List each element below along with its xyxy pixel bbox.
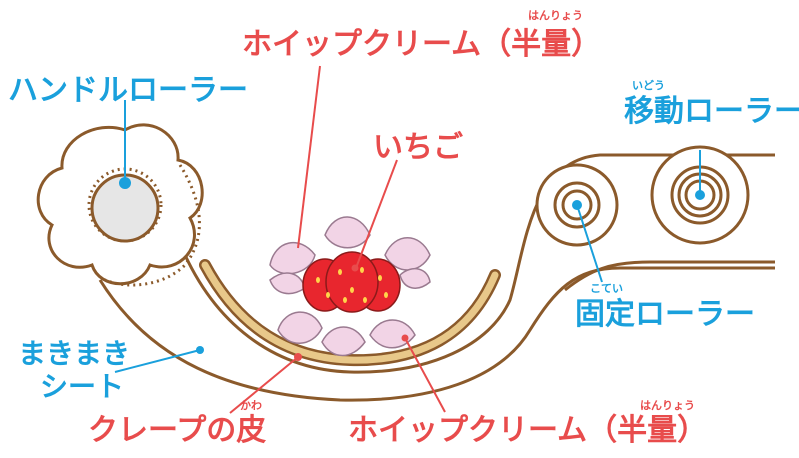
- whip-bottom-ruby: はんりょう: [640, 399, 695, 412]
- crepe-skin-fill: [201, 261, 499, 364]
- handle-roller-label: ハンドルローラー: [8, 73, 248, 108]
- fixed-roller-label: 固定ローラー: [575, 297, 755, 332]
- strawberry-group: [302, 251, 401, 313]
- handle-roller: [36, 123, 204, 287]
- whip-cream-top: [269, 216, 431, 295]
- whip-cream-bottom: [277, 311, 416, 357]
- crepe-skin-ruby: かわ: [240, 399, 262, 412]
- sheet-label-line2: シート: [40, 370, 125, 403]
- whip-cream-top-label: ホイップクリーム（半量）: [242, 27, 602, 62]
- whip-top-ruby: はんりょう: [528, 9, 583, 22]
- strawberry-label: いちご: [373, 130, 463, 165]
- sheet-track-bottom-right: [564, 260, 775, 292]
- leader-lines: [114, 65, 701, 414]
- moving-roller-label: 移動ローラー: [624, 94, 799, 129]
- sheet-label-line1: まきまき: [18, 337, 131, 370]
- crepe-skin-label: クレープの皮: [88, 413, 267, 448]
- fixed-roller-ruby: こてい: [590, 282, 623, 295]
- sheet-track-outer: [98, 266, 775, 402]
- moving-roller-ruby: いどう: [632, 79, 665, 92]
- whip-cream-bottom-label: ホイップクリーム（半量）: [348, 413, 708, 448]
